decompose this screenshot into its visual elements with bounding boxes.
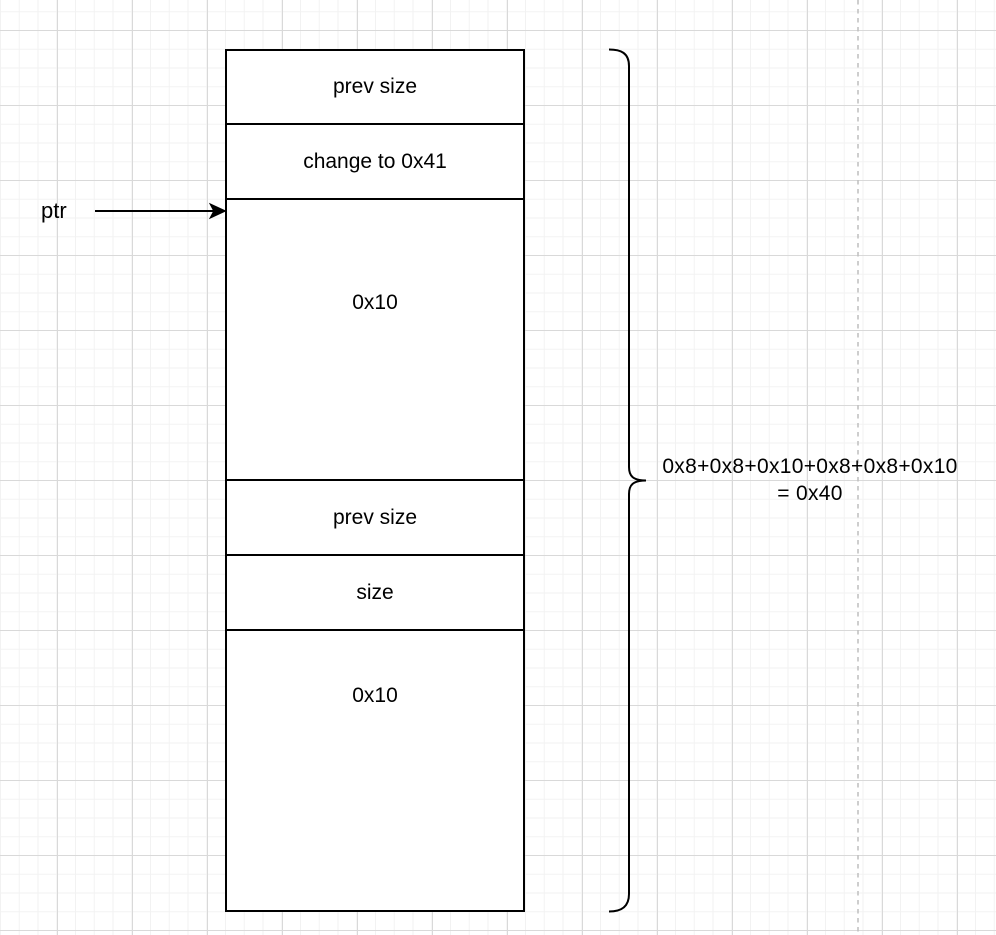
row-label: 0x10 (352, 684, 398, 707)
size-sum-annotation: 0x8+0x8+0x10+0x8+0x8+0x10 = 0x40 (645, 453, 975, 507)
curly-brace (608, 48, 647, 913)
stack-row-prev-size-1: prev size (227, 51, 523, 125)
stack-row-size: size (227, 556, 523, 631)
size-sum-line1: 0x8+0x8+0x10+0x8+0x8+0x10 (662, 455, 958, 478)
stack-row-data-0x10-2: 0x10 (227, 631, 523, 910)
pointer-arrowhead-icon (208, 202, 227, 220)
memory-stack: prev size change to 0x41 0x10 prev size … (225, 49, 525, 912)
row-label: prev size (332, 75, 418, 98)
row-label: change to 0x41 (303, 149, 447, 173)
row-label: 0x10 (352, 291, 398, 314)
row-label: size (356, 580, 394, 604)
size-sum-line2: = 0x40 (777, 482, 843, 505)
row-label: prev size (332, 505, 418, 529)
pointer-label: ptr (41, 198, 67, 223)
stack-row-data-0x10-1: 0x10 (227, 200, 523, 481)
stack-row-prev-size-2: prev size (227, 481, 523, 556)
stack-row-change-to-0x41: change to 0x41 (227, 125, 523, 200)
